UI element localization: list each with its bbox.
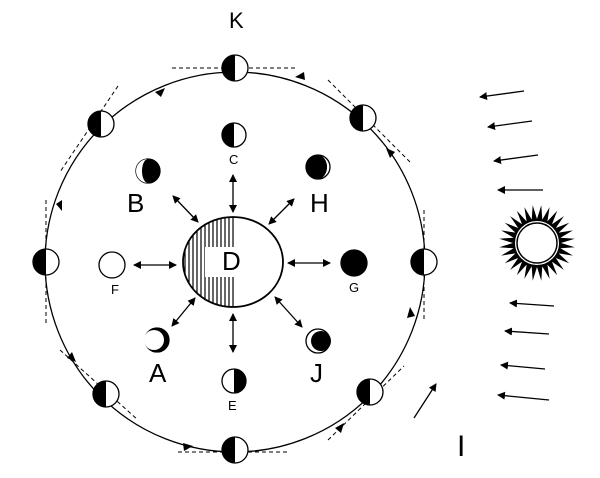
sunlight-arrow xyxy=(479,90,525,101)
moon-orbit-bottom xyxy=(221,436,249,464)
label-C: C xyxy=(229,152,238,167)
label-K: K xyxy=(229,8,244,33)
moon-orbit-left xyxy=(32,248,60,276)
moon-phase-A xyxy=(144,327,170,353)
sunlight-arrow xyxy=(500,361,546,370)
moon-phase-C xyxy=(221,122,247,148)
label-E: E xyxy=(228,398,237,413)
moon-orbit-right xyxy=(410,248,438,276)
moon-phase-J xyxy=(305,328,331,354)
moon-orbit-top-right xyxy=(349,104,377,132)
moon-orbit-top-left xyxy=(87,110,115,138)
sunlight-arrow xyxy=(487,120,533,131)
earth-icon: D xyxy=(182,216,284,308)
label-I: I xyxy=(457,430,465,463)
sunlight-arrow xyxy=(493,154,539,165)
sunlight-arrow xyxy=(497,391,550,401)
sunlight-arrow xyxy=(504,327,550,336)
label-G: G xyxy=(349,280,359,295)
sunlight-arrow xyxy=(509,299,555,308)
label-H: H xyxy=(310,188,329,218)
sunlight-arrows xyxy=(479,90,555,401)
arrow-to-A xyxy=(171,297,196,327)
moon-phase-E xyxy=(221,368,247,394)
label-A: A xyxy=(149,358,167,388)
moon-phase-H xyxy=(305,154,331,180)
moon-phase-F xyxy=(98,251,126,279)
moon-orbit-bottom-right xyxy=(356,378,384,406)
sun-icon xyxy=(499,205,575,281)
orbit-direction-arrows xyxy=(56,72,415,451)
arrow-to-J xyxy=(274,296,303,328)
moon-orbit-top xyxy=(221,54,249,82)
moon-orbit-bottom-left xyxy=(92,380,120,408)
sun-disc xyxy=(516,222,558,264)
label-J: J xyxy=(310,358,323,388)
label-F: F xyxy=(111,282,119,297)
moon-phase-G xyxy=(340,249,368,277)
label-D: D xyxy=(222,246,241,276)
arrow-I xyxy=(413,383,437,419)
orbit-moons xyxy=(32,54,438,464)
moon-phase-B xyxy=(135,158,161,184)
view-arrows xyxy=(133,174,331,353)
label-B: B xyxy=(127,188,144,218)
arrow-to-B xyxy=(172,195,199,223)
arrow-to-H xyxy=(268,198,295,225)
